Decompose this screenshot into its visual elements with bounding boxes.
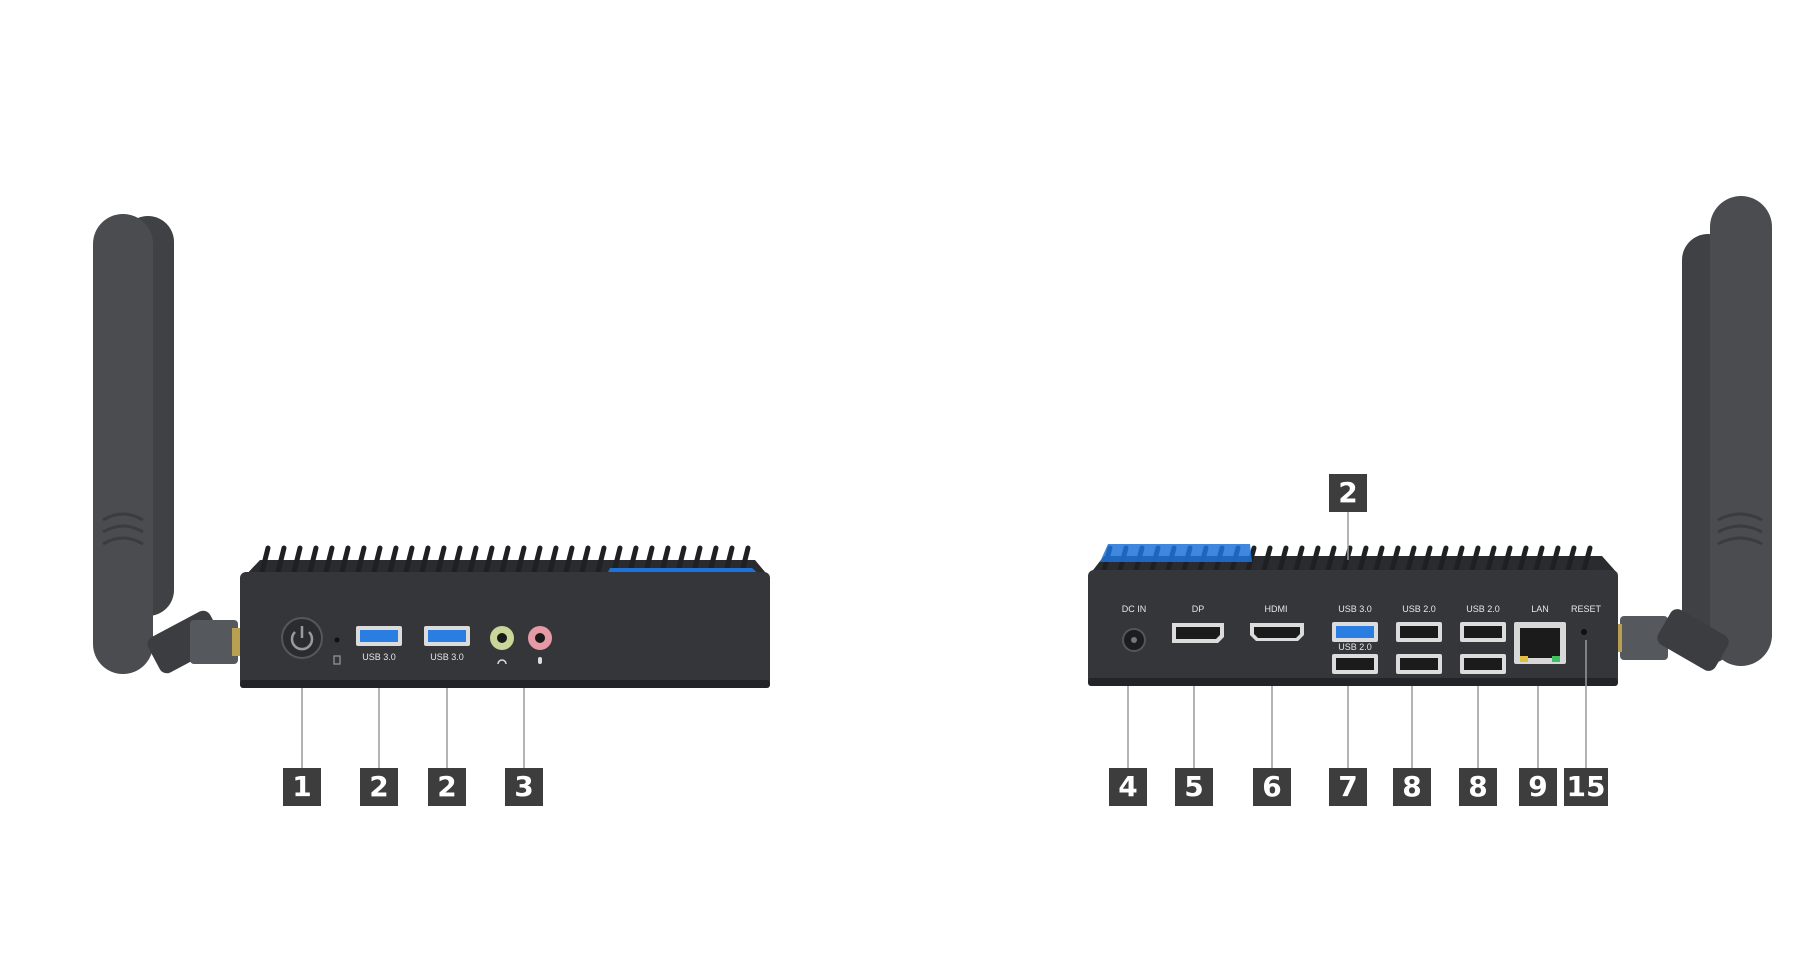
power-icon bbox=[281, 617, 323, 659]
callout-rear-6: 6 bbox=[1253, 768, 1291, 806]
reset-button bbox=[1581, 629, 1587, 635]
heatsink-fin bbox=[323, 545, 335, 575]
rear-blue-accent bbox=[1100, 544, 1252, 562]
front-view bbox=[93, 214, 770, 774]
callout-front-2b: 2 bbox=[428, 768, 466, 806]
heatsink-fin bbox=[1437, 545, 1449, 573]
headphone-jack bbox=[490, 626, 514, 650]
rear-port-label-dc-in: DC IN bbox=[1121, 604, 1147, 614]
rear-port-label-reset: RESET bbox=[1570, 604, 1602, 614]
callout-rear-5: 5 bbox=[1175, 768, 1213, 806]
rear-leader-lines bbox=[1127, 640, 1587, 774]
heatsink-fin bbox=[1373, 545, 1385, 573]
callout-front-3: 3 bbox=[505, 768, 543, 806]
heatsink-fin bbox=[307, 545, 319, 575]
heatsink-fin bbox=[547, 545, 559, 575]
callout-rear-4: 4 bbox=[1109, 768, 1147, 806]
heatsink-fin bbox=[1421, 545, 1433, 573]
headphone-icon bbox=[497, 659, 507, 665]
front-leader-lines bbox=[301, 688, 525, 774]
front-port-label-usb3-2: USB 3.0 bbox=[430, 652, 464, 662]
heatsink-fin bbox=[579, 545, 591, 575]
heatsink-fin bbox=[1261, 545, 1273, 573]
rear-port-label-usb2-a: USB 2.0 bbox=[1402, 604, 1436, 614]
callout-rear-top-2: 2 bbox=[1329, 474, 1367, 512]
front-antenna-connector bbox=[147, 610, 242, 674]
heatsink-fin bbox=[1549, 545, 1561, 573]
heatsink-fin bbox=[1405, 545, 1417, 573]
rear-view bbox=[1088, 196, 1772, 774]
heatsink-fin bbox=[1485, 545, 1497, 573]
heatsink-fin bbox=[259, 545, 271, 575]
heatsink-fin bbox=[1325, 545, 1337, 573]
heatsink-fin bbox=[1357, 545, 1369, 573]
hdd-led-icon bbox=[333, 655, 341, 665]
led-indicator bbox=[334, 637, 340, 643]
heatsink-fin bbox=[595, 545, 607, 575]
heatsink-fin bbox=[451, 545, 463, 575]
callout-front-1: 1 bbox=[283, 768, 321, 806]
rear-antenna-front bbox=[1710, 196, 1772, 666]
heatsink-fin bbox=[499, 545, 511, 575]
heatsink-fin bbox=[355, 545, 367, 575]
rear-usb3-usb2-stack bbox=[1332, 622, 1378, 674]
callout-rear-7: 7 bbox=[1329, 768, 1367, 806]
heatsink-fin bbox=[387, 545, 399, 575]
heatsink-fin bbox=[1581, 545, 1593, 573]
front-usb3-port-2 bbox=[424, 626, 470, 646]
callout-rear-15: 15 bbox=[1564, 768, 1608, 806]
heatsink-fin bbox=[531, 545, 543, 575]
displayport-port bbox=[1172, 623, 1224, 643]
rear-usb2-stack-2 bbox=[1460, 622, 1506, 674]
heatsink-fin bbox=[1309, 545, 1321, 573]
front-antenna-front bbox=[93, 214, 153, 674]
rear-port-label-lan: LAN bbox=[1531, 604, 1549, 614]
heatsink-fin bbox=[339, 545, 351, 575]
rear-port-label-usb2-stack7: USB 2.0 bbox=[1338, 642, 1372, 652]
callout-rear-8b: 8 bbox=[1459, 768, 1497, 806]
microphone-icon bbox=[538, 657, 542, 664]
heatsink-fin bbox=[1469, 545, 1481, 573]
dc-in-port bbox=[1122, 628, 1146, 652]
front-port-label-usb3-1: USB 3.0 bbox=[362, 652, 396, 662]
rear-port-label-hdmi: HDMI bbox=[1264, 604, 1288, 614]
heatsink-fin bbox=[275, 545, 287, 575]
heatsink-fin bbox=[291, 545, 303, 575]
heatsink-fin bbox=[1341, 545, 1353, 573]
heatsink-fin bbox=[515, 545, 527, 575]
heatsink-fin bbox=[483, 545, 495, 575]
heatsink-fin bbox=[1389, 545, 1401, 573]
front-usb3-port-1 bbox=[356, 626, 402, 646]
heatsink-fin bbox=[419, 545, 431, 575]
heatsink-fin bbox=[563, 545, 575, 575]
heatsink-fin bbox=[1277, 545, 1289, 573]
heatsink-fin bbox=[1501, 545, 1513, 573]
heatsink-fin bbox=[403, 545, 415, 575]
heatsink-fin bbox=[1293, 545, 1305, 573]
callout-rear-8a: 8 bbox=[1393, 768, 1431, 806]
callout-front-2a: 2 bbox=[360, 768, 398, 806]
rear-port-label-dp: DP bbox=[1191, 604, 1205, 614]
heatsink-fin bbox=[435, 545, 447, 575]
heatsink-fin bbox=[1565, 545, 1577, 573]
lan-port bbox=[1514, 622, 1566, 664]
heatsink-fin bbox=[1517, 545, 1529, 573]
rear-port-label-usb3: USB 3.0 bbox=[1338, 604, 1372, 614]
heatsink-fin bbox=[371, 545, 383, 575]
heatsink-fin bbox=[1453, 545, 1465, 573]
microphone-jack bbox=[528, 626, 552, 650]
rear-port-label-usb2-b: USB 2.0 bbox=[1466, 604, 1500, 614]
rear-usb2-stack-1 bbox=[1396, 622, 1442, 674]
callout-rear-9: 9 bbox=[1519, 768, 1557, 806]
hdmi-port bbox=[1250, 623, 1304, 641]
heatsink-fin bbox=[467, 545, 479, 575]
heatsink-fin bbox=[1533, 545, 1545, 573]
